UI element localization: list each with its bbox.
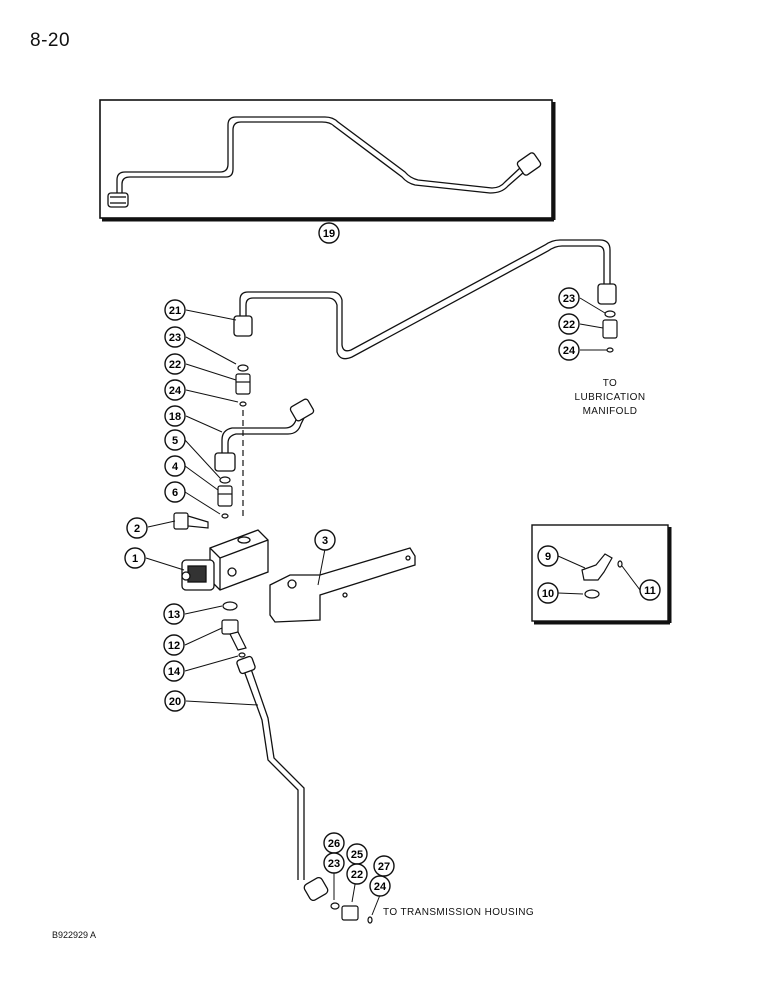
inset-box-19 (99, 99, 556, 222)
callout-23a: 23 (164, 326, 186, 348)
svg-text:23: 23 (169, 332, 181, 344)
svg-text:3: 3 (322, 535, 328, 547)
callout-23b: 23 (558, 287, 580, 309)
svg-text:22: 22 (169, 359, 181, 371)
note-lubrication-line1: TO LUBRICATION (574, 378, 646, 403)
svg-text:27: 27 (378, 861, 390, 873)
callout-19: 19 (318, 222, 340, 244)
svg-text:11: 11 (644, 585, 656, 597)
svg-text:23: 23 (563, 293, 575, 305)
tube-21 (233, 239, 617, 360)
callout-23c: 23 (323, 852, 345, 874)
page-number: 8-20 (30, 30, 71, 51)
callout-19-label: 19 (323, 228, 335, 240)
svg-text:22: 22 (351, 869, 363, 881)
callout-6: 6 (164, 481, 186, 503)
svg-text:23: 23 (328, 858, 340, 870)
callout-3: 3 (314, 529, 336, 551)
callout-11: 11 (639, 579, 661, 601)
svg-text:13: 13 (168, 609, 180, 621)
svg-text:12: 12 (168, 640, 180, 652)
svg-text:20: 20 (169, 696, 181, 708)
callout-27: 27 (373, 855, 395, 877)
callout-25: 25 (346, 843, 368, 865)
note-lubrication-manifold: TO LUBRICATION MANIFOLD (570, 377, 650, 419)
svg-text:4: 4 (172, 461, 179, 473)
callout-2: 2 (126, 517, 148, 539)
callout-24b: 24 (558, 339, 580, 361)
svg-text:2: 2 (134, 523, 140, 535)
bracket-3 (269, 547, 416, 623)
tube-20 (236, 655, 329, 901)
callout-26: 26 (323, 832, 345, 854)
fitting-stack-right (602, 310, 618, 353)
svg-text:26: 26 (328, 838, 340, 850)
callout-13: 13 (163, 603, 185, 625)
svg-text:25: 25 (351, 849, 363, 861)
callout-24c: 24 (369, 875, 391, 897)
svg-text:14: 14 (168, 666, 181, 678)
callout-20: 20 (164, 690, 186, 712)
callout-12: 12 (163, 634, 185, 656)
inset-box-elbow (531, 524, 672, 625)
note-transmission-housing: TO TRANSMISSION HOUSING (383, 907, 535, 918)
svg-text:18: 18 (169, 411, 181, 423)
svg-text:22: 22 (563, 319, 575, 331)
svg-text:1: 1 (132, 553, 138, 565)
tube-18 (214, 398, 315, 472)
svg-text:10: 10 (542, 588, 554, 600)
svg-text:24: 24 (563, 345, 576, 357)
fitting-stack-upper (235, 364, 251, 520)
figure-code: B922929 A (52, 930, 97, 940)
callout-18: 18 (164, 405, 186, 427)
callout-22a: 22 (164, 353, 186, 375)
svg-text:5: 5 (172, 435, 178, 447)
callout-21: 21 (164, 299, 186, 321)
svg-text:24: 24 (374, 881, 387, 893)
callout-4: 4 (164, 455, 186, 477)
svg-text:21: 21 (169, 305, 181, 317)
fitting-stack-lower (217, 476, 233, 519)
fitting-stack-bottom (330, 902, 373, 924)
elbow-12 (221, 601, 247, 658)
callout-10: 10 (537, 582, 559, 604)
svg-text:6: 6 (172, 487, 178, 499)
callout-22c: 22 (346, 863, 368, 885)
bolt-2 (173, 512, 209, 530)
callout-1: 1 (124, 547, 146, 569)
valve-block-1 (181, 529, 269, 591)
svg-text:9: 9 (545, 551, 551, 563)
callout-22b: 22 (558, 313, 580, 335)
tube-19 (107, 116, 542, 208)
callout-24a: 24 (164, 379, 186, 401)
leader-lines (145, 297, 641, 916)
note-lubrication-line2: MANIFOLD (582, 406, 638, 417)
callout-9: 9 (537, 545, 559, 567)
svg-text:24: 24 (169, 385, 182, 397)
callout-14: 14 (163, 660, 185, 682)
callout-5: 5 (164, 429, 186, 451)
